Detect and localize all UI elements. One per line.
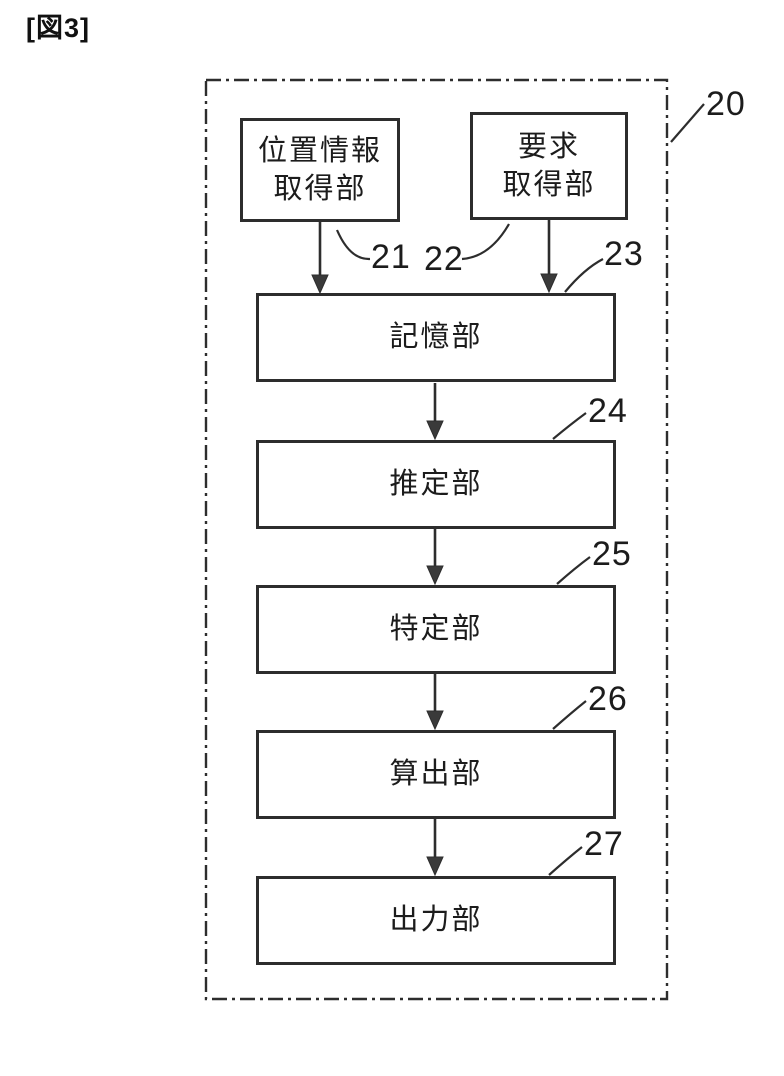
leader-20 [670, 103, 705, 143]
ref-27: 27 [584, 825, 624, 863]
leader-25 [556, 556, 591, 585]
ref-24: 24 [588, 392, 628, 430]
leader-22 [461, 223, 510, 261]
box-calculation-unit: 算出部 [256, 730, 616, 819]
box-label-line: 出力部 [389, 904, 483, 937]
ref-25: 25 [592, 535, 632, 573]
ref-26: 26 [588, 680, 628, 718]
arrow-21-to-23-head [311, 274, 329, 295]
box-label-line: 特定部 [389, 613, 483, 646]
box-estimation-unit: 推定部 [256, 440, 616, 529]
arrow-25-to-26-head [426, 710, 444, 731]
box-label-line: 位置情報 [257, 134, 382, 167]
leader-27 [548, 846, 583, 876]
leader-26 [552, 700, 587, 730]
box-output-unit: 出力部 [256, 876, 616, 965]
arrow-24-to-25-head [426, 565, 444, 586]
ref-23: 23 [604, 235, 644, 273]
arrow-26-to-27-head [426, 856, 444, 877]
box-storage-unit: 記憶部 [256, 293, 616, 382]
leader-24 [552, 412, 587, 440]
box-label-line: 要求 [517, 130, 580, 163]
box-label-line: 算出部 [389, 758, 483, 791]
figure-label: [図3] [26, 13, 90, 43]
leader-21 [335, 229, 371, 261]
ref-20: 20 [706, 85, 746, 123]
leader-23 [564, 258, 604, 293]
box-identification-unit: 特定部 [256, 585, 616, 674]
box-label-line: 推定部 [389, 468, 483, 501]
box-request-acquisition-unit: 要求 取得部 [470, 112, 628, 220]
ref-22: 22 [424, 240, 464, 278]
box-label-line: 取得部 [273, 173, 367, 205]
ref-21: 21 [371, 238, 411, 276]
arrow-22-to-23-head [540, 273, 558, 294]
box-label-line: 取得部 [502, 169, 596, 201]
box-location-info-acquisition-unit: 位置情報 取得部 [240, 118, 400, 222]
arrow-23-to-24-head [426, 420, 444, 441]
box-label-line: 記憶部 [389, 321, 483, 354]
